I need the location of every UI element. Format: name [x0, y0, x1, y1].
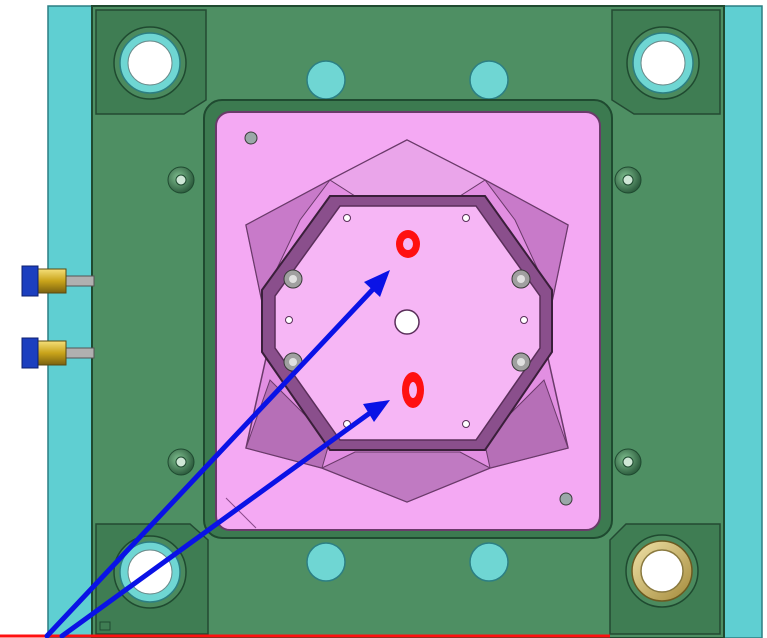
facet-shade-top [329, 139, 487, 197]
return-pin-hole [306, 60, 346, 100]
center-sprue-hole [394, 309, 420, 335]
ejector-hole [520, 316, 528, 324]
screw-head [167, 448, 195, 476]
ejector-hole [462, 420, 470, 428]
gate-marker-lower [402, 372, 424, 408]
locating-pin [244, 131, 258, 145]
return-pin-hole [469, 542, 509, 582]
locating-pin [559, 492, 573, 506]
screw-head [167, 166, 195, 194]
pointer-arrow-icon [59, 400, 390, 638]
insert-corner-mark [225, 497, 257, 529]
screw-head [614, 166, 642, 194]
return-pin-hole [306, 542, 346, 582]
engraving-mark [99, 621, 111, 631]
ejector-hole [462, 214, 470, 222]
facet-shade-bottom [320, 451, 492, 503]
left-side-rail [47, 5, 95, 638]
side-boss [511, 269, 531, 289]
guide-pin-hole-icon [626, 26, 700, 100]
guide-pin-hole-icon [113, 26, 187, 100]
ejector-hole [343, 214, 351, 222]
ejector-hole [285, 316, 293, 324]
side-boss [283, 269, 303, 289]
screw-head [614, 448, 642, 476]
side-boss [511, 352, 531, 372]
guide-bushing-icon [625, 534, 699, 608]
gate-marker-upper [396, 230, 420, 258]
right-side-rail [721, 5, 763, 638]
return-pin-hole [469, 60, 509, 100]
water-connector-icon [21, 265, 95, 297]
water-connector-icon [21, 337, 95, 369]
pointer-arrow-icon [44, 270, 390, 638]
